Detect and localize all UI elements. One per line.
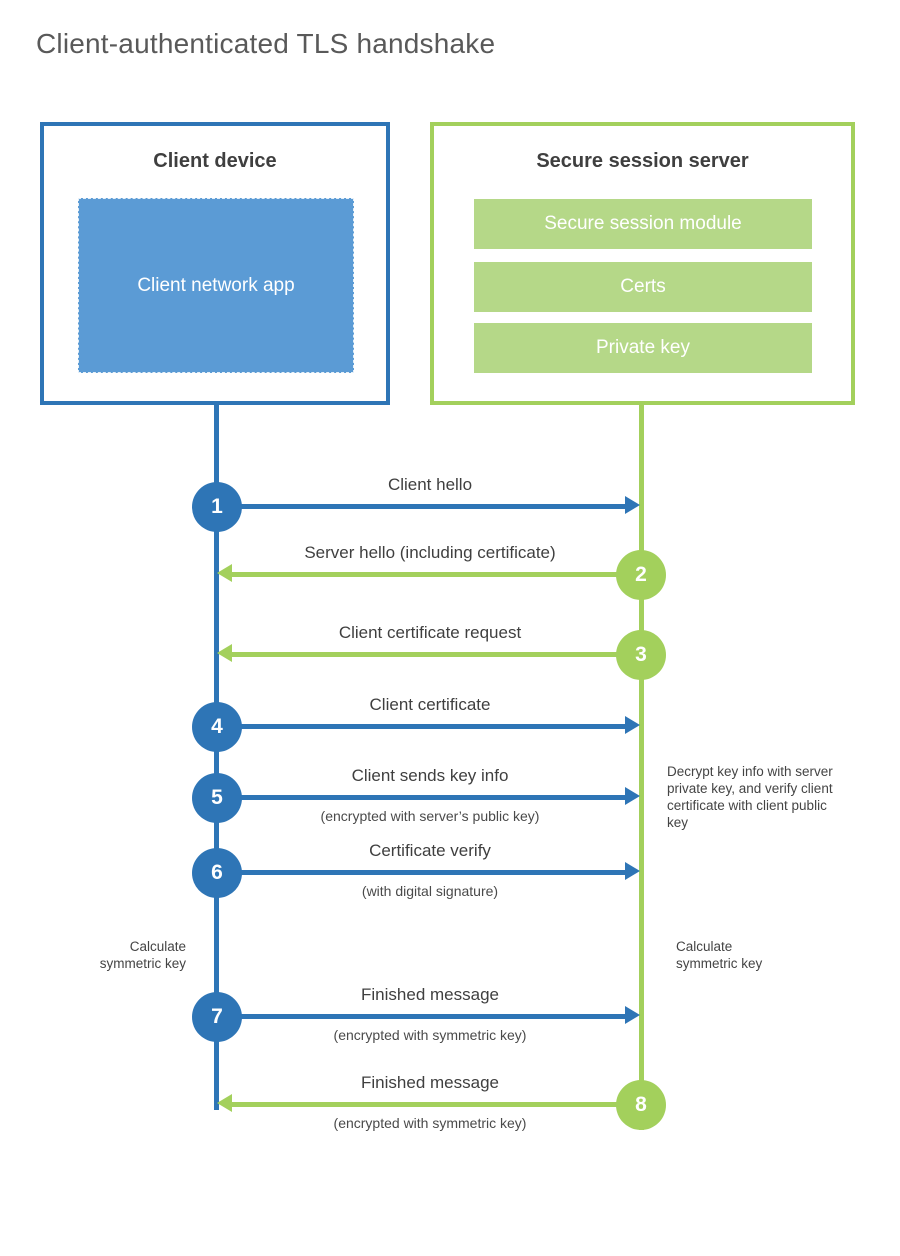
arrow-shaft [217,504,626,509]
message-label: Finished message [361,1073,499,1092]
step-number-badge: 6 [192,848,242,898]
message-sublabel: (encrypted with server’s public key) [320,808,540,824]
message-sublabel: (with digital signature) [361,883,499,899]
arrow-head-right-icon [625,716,640,734]
arrow-shaft [232,572,641,577]
server-lifeline [639,403,644,1130]
client-network-app-box: Client network app [78,198,354,373]
server-private-key-label: Private key [596,337,690,358]
step-number-badge: 4 [192,702,242,752]
step-number-badge: 5 [192,773,242,823]
server-module-label: Secure session module [544,213,742,234]
client-lifeline [214,403,219,1110]
arrow-shaft [217,724,626,729]
arrow-shaft [232,652,641,657]
decrypt-key-note: Decrypt key info with server private key… [667,764,833,830]
message-label: Client hello [387,475,473,494]
arrow-head-left-icon [217,1094,232,1112]
client-device-box: Client device Client network app [40,122,390,405]
server-module-bar: Secure session module [474,199,812,249]
arrow-head-right-icon [625,862,640,880]
arrow-head-left-icon [217,564,232,582]
client-device-header: Client device [153,150,277,172]
calculate-symmetric-key-note-server: Calculate symmetric key [676,939,763,971]
arrow-shaft [217,870,626,875]
server-certs-label: Certs [620,276,666,297]
arrow-head-right-icon [625,496,640,514]
arrow-head-right-icon [625,1006,640,1024]
step-number-badge: 1 [192,482,242,532]
arrow-shaft [217,795,626,800]
page-title: Client-authenticated TLS handshake [36,28,496,59]
message-label: Server hello (including certificate) [304,543,556,562]
server-certs-bar: Certs [474,262,812,312]
message-sublabel: (encrypted with symmetric key) [333,1115,527,1131]
step-number-badge: 7 [192,992,242,1042]
server-private-key-bar: Private key [474,323,812,373]
secure-session-server-box: Secure session server Secure session mod… [430,122,855,405]
message-label: Client certificate request [338,623,522,642]
secure-session-server-header: Secure session server [536,150,749,172]
message-label: Certificate verify [369,841,491,860]
step-number-badge: 8 [616,1080,666,1130]
step-number-badge: 2 [616,550,666,600]
arrow-head-right-icon [625,787,640,805]
message-label: Finished message [361,985,499,1004]
message-label: Client certificate [369,695,491,714]
message-label: Client sends key info [351,766,509,785]
calculate-symmetric-key-note-client: Calculate symmetric key [99,939,186,971]
message-sublabel: (encrypted with symmetric key) [333,1027,527,1043]
step-number-badge: 3 [616,630,666,680]
arrow-shaft [217,1014,626,1019]
client-network-app-label: Client network app [137,275,295,296]
arrow-shaft [232,1102,641,1107]
arrow-head-left-icon [217,644,232,662]
